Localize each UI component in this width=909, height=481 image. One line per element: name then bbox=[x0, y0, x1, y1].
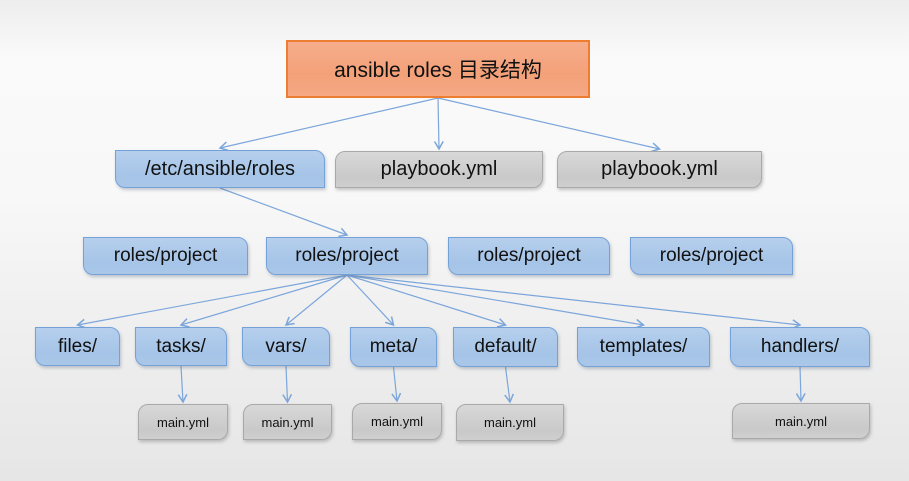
node-dir-default: default/ bbox=[453, 327, 558, 367]
edge-title-to-playbook-yml-2 bbox=[437, 97, 661, 153]
edge-etc-ansible-roles-to-roles-project-2 bbox=[219, 187, 349, 238]
node-roles-project-3: roles/project bbox=[448, 237, 610, 275]
edge-title-to-playbook-yml-1 bbox=[433, 97, 444, 151]
node-label-dir-handlers: handlers/ bbox=[760, 336, 840, 357]
edge-dir-vars-to-main-yml-vars bbox=[282, 365, 293, 404]
edge-roles-project-2-to-dir-default bbox=[346, 274, 507, 328]
node-main-yml-tasks: main.yml bbox=[138, 404, 228, 440]
edge-roles-project-2-to-dir-vars bbox=[284, 274, 348, 326]
node-main-yml-default: main.yml bbox=[456, 404, 564, 441]
node-label-main-yml-handlers: main.yml bbox=[774, 413, 827, 429]
node-label-title: ansible roles 目录结构 bbox=[334, 59, 542, 82]
edge-roles-project-2-to-dir-handlers bbox=[346, 274, 802, 330]
node-main-yml-handlers: main.yml bbox=[732, 403, 870, 439]
node-label-etc-ansible-roles: /etc/ansible/roles bbox=[144, 157, 296, 180]
node-label-dir-meta: meta/ bbox=[369, 336, 418, 357]
node-playbook-yml-1: playbook.yml bbox=[335, 151, 543, 188]
edge-roles-project-2-to-dir-tasks bbox=[179, 274, 348, 328]
edge-title-to-etc-ansible-roles bbox=[218, 97, 439, 152]
node-main-yml-vars: main.yml bbox=[243, 404, 332, 440]
edge-roles-project-2-to-dir-templates bbox=[346, 274, 646, 329]
node-label-playbook-yml-2: playbook.yml bbox=[601, 158, 718, 180]
edge-dir-handlers-to-main-yml-handlers bbox=[795, 366, 806, 403]
node-label-dir-tasks: tasks/ bbox=[156, 335, 206, 357]
node-label-dir-files: files/ bbox=[57, 335, 98, 357]
node-label-main-yml-vars: main.yml bbox=[261, 414, 314, 430]
node-label-roles-project-1: roles/project bbox=[113, 245, 218, 266]
node-roles-project-4: roles/project bbox=[630, 237, 793, 275]
node-label-main-yml-tasks: main.yml bbox=[156, 414, 209, 430]
edge-roles-project-2-to-dir-files bbox=[76, 274, 348, 329]
node-dir-files: files/ bbox=[35, 327, 120, 366]
node-dir-handlers: handlers/ bbox=[730, 327, 870, 367]
node-etc-ansible-roles: /etc/ansible/roles bbox=[115, 150, 325, 188]
node-roles-project-2: roles/project bbox=[266, 237, 428, 275]
node-roles-project-1: roles/project bbox=[83, 237, 248, 275]
node-label-dir-default: default/ bbox=[474, 336, 537, 357]
node-dir-templates: templates/ bbox=[577, 327, 710, 367]
node-dir-tasks: tasks/ bbox=[135, 327, 227, 366]
node-dir-vars: vars/ bbox=[242, 327, 330, 366]
node-dir-meta: meta/ bbox=[350, 327, 437, 367]
edge-roles-project-2-to-dir-meta bbox=[346, 274, 395, 327]
edge-dir-tasks-to-main-yml-tasks bbox=[177, 365, 188, 404]
node-label-dir-vars: vars/ bbox=[265, 335, 307, 357]
node-label-roles-project-2: roles/project bbox=[295, 245, 399, 266]
node-label-main-yml-meta: main.yml bbox=[370, 414, 423, 429]
node-title: ansible roles 目录结构 bbox=[286, 40, 590, 98]
edge-dir-default-to-main-yml-default bbox=[504, 366, 515, 404]
node-label-playbook-yml-1: playbook.yml bbox=[380, 158, 498, 180]
node-main-yml-meta: main.yml bbox=[352, 403, 442, 440]
node-label-main-yml-default: main.yml bbox=[483, 415, 536, 430]
node-playbook-yml-2: playbook.yml bbox=[557, 151, 762, 188]
edge-dir-meta-to-main-yml-meta bbox=[391, 366, 402, 403]
node-label-roles-project-3: roles/project bbox=[477, 245, 581, 266]
node-label-roles-project-4: roles/project bbox=[659, 245, 764, 266]
node-label-dir-templates: templates/ bbox=[599, 336, 688, 357]
